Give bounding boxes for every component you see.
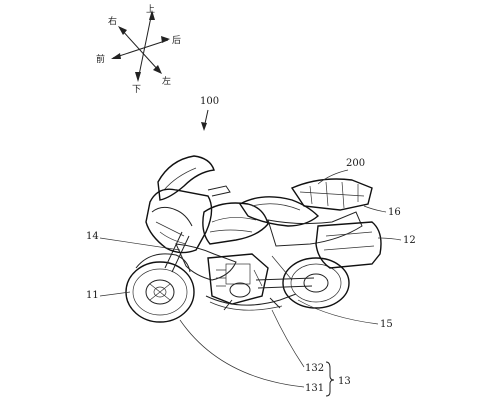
label-15: 15	[380, 319, 393, 330]
motorcycle-drawing	[125, 155, 382, 323]
label-14: 14	[86, 231, 99, 242]
compass-down: 下	[132, 85, 141, 95]
compass-left: 左	[162, 75, 171, 87]
compass-front: 前	[96, 53, 105, 65]
label-200: 200	[346, 158, 365, 169]
vehicle-reference: 100	[200, 96, 219, 131]
compass-up: 上	[146, 4, 155, 15]
compass-right: 右	[108, 15, 117, 27]
compass-rear: 后	[172, 35, 181, 46]
label-132: 132	[305, 363, 324, 374]
label-131: 131	[305, 383, 324, 394]
label-12: 12	[403, 235, 416, 246]
orientation-compass: 上 下 前 后 右 左	[96, 4, 181, 95]
label-11: 11	[86, 290, 99, 301]
label-13: 13	[338, 376, 351, 387]
reference-labels: 200 16 12 14 11 15 132 131 13	[86, 158, 416, 397]
label-100: 100	[200, 96, 219, 107]
label-16: 16	[388, 207, 401, 218]
